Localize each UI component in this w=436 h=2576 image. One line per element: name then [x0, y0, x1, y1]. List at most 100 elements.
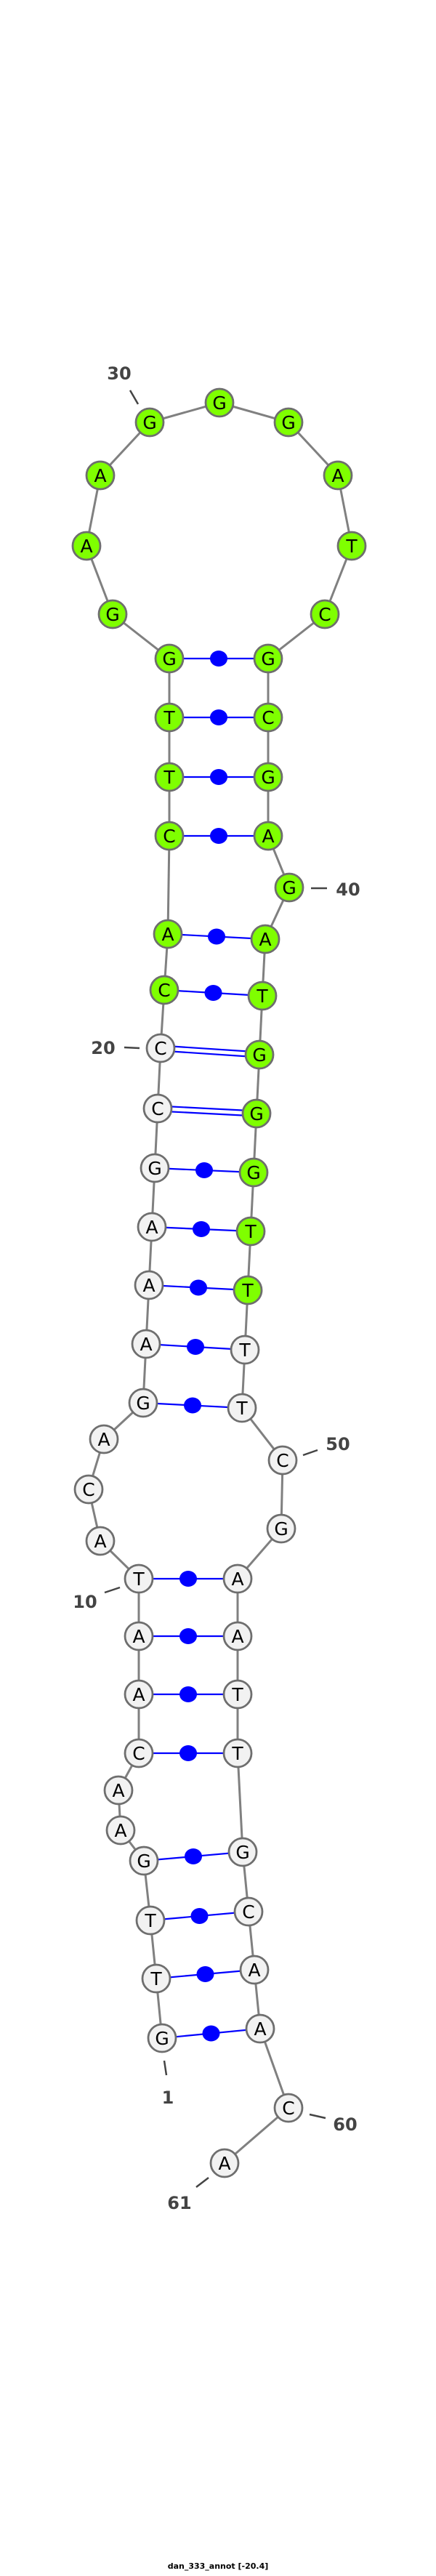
nucleotide-circle — [89, 1424, 119, 1454]
pair-dot — [179, 1571, 197, 1587]
nucleotide-16: A — [134, 1270, 164, 1300]
nucleotide-circle — [250, 924, 280, 954]
nucleotide-letter: A — [97, 1429, 110, 1450]
nucleotide-circle — [310, 599, 340, 629]
nucleotide-46: T — [235, 1216, 266, 1247]
nucleotide-34: T — [336, 531, 367, 561]
nucleotide-circle — [266, 1513, 296, 1544]
gc-pair-bond — [157, 1110, 257, 1117]
pair-dot — [210, 651, 227, 667]
pair-dot — [210, 709, 227, 725]
nucleotide-52: A — [222, 1563, 253, 1594]
nucleotide-circle — [222, 1738, 253, 1768]
nucleotide-letter: A — [248, 1960, 260, 1981]
nucleotide-letter: A — [94, 1531, 106, 1552]
nucleotide-27: G — [97, 599, 128, 629]
nucleotide-letter: G — [261, 767, 275, 788]
nucleotide-letter: A — [114, 1820, 126, 1841]
nucleotide-circle — [134, 1270, 164, 1300]
nucleotide-circle — [105, 1815, 136, 1846]
backbone-segment — [166, 835, 171, 935]
nucleotide-18: G — [140, 1153, 170, 1183]
nucleotide-1: G — [147, 2023, 177, 2053]
nucleotide-5: A — [105, 1815, 136, 1846]
nucleotide-53: A — [222, 1621, 253, 1651]
nucleotide-45: G — [238, 1157, 269, 1188]
nucleotide-letter: A — [331, 465, 344, 486]
nucleotide-letter: G — [155, 2028, 169, 2049]
nucleotide-letter: G — [142, 412, 156, 433]
nucleotide-letter: G — [281, 412, 295, 433]
nucleotide-35: C — [310, 599, 340, 629]
nucleotide-letter: G — [252, 1045, 266, 1066]
gc-pair-bond — [158, 1105, 257, 1112]
position-label: 10 — [73, 1592, 97, 1612]
nucleotide-letter: G — [212, 393, 226, 414]
nucleotide-40: G — [274, 872, 304, 903]
nucleotide-circle — [253, 702, 283, 733]
pair-dot — [190, 1279, 207, 1296]
nucleotide-36: G — [253, 643, 283, 674]
nucleotide-circle — [245, 2013, 275, 2044]
nucleotide-circle — [233, 1275, 263, 1305]
nucleotide-circle — [336, 531, 367, 561]
nucleotide-letter: G — [137, 1851, 150, 1872]
nucleotide-circle — [85, 460, 116, 491]
nucleotide-circle — [222, 1621, 253, 1651]
nucleotide-circle — [273, 2093, 304, 2123]
nucleotide-circle — [141, 1963, 171, 1994]
nucleotide-circle — [253, 821, 283, 851]
nucleotide-letter: C — [158, 980, 170, 1001]
nucleotide-letter: G — [274, 1518, 288, 1539]
nucleotide-letter: T — [231, 1684, 243, 1705]
nucleotide-letter: C — [242, 1901, 254, 1923]
pair-dot — [179, 1686, 197, 1702]
nucleotide-32: G — [273, 407, 304, 438]
nucleotide-circle — [227, 1393, 257, 1423]
nucleotide-circle — [239, 1955, 270, 1985]
nucleotide-38: G — [253, 762, 283, 792]
nucleotide-circle — [128, 1388, 158, 1418]
nucleotide-15: A — [131, 1329, 161, 1359]
nucleotide-letter: G — [282, 877, 296, 898]
nucleotide-circle — [145, 1033, 176, 1063]
nucleotide-circle — [147, 2023, 177, 2053]
nucleotide-letter: C — [163, 826, 175, 847]
nucleotide-circle — [204, 387, 235, 418]
pair-dot — [204, 985, 222, 1001]
nucleotide-letter: A — [231, 1569, 243, 1590]
nucleotide-50: C — [267, 1445, 298, 1476]
nucleotide-circle — [73, 1474, 104, 1505]
nucleotide-letter: A — [262, 826, 274, 847]
pair-dot — [193, 1221, 210, 1237]
nucleotide-circle — [153, 919, 183, 949]
nucleotide-letter: T — [244, 1221, 257, 1242]
pair-dot — [208, 928, 225, 945]
nucleotide-circle — [274, 872, 304, 903]
nucleotide-letter: A — [80, 536, 92, 557]
nucleotide-circle — [209, 2148, 240, 2178]
nucleotide-letter: A — [132, 1684, 145, 1705]
nucleotide-circle — [137, 1212, 167, 1242]
pair-dot — [190, 1908, 209, 1924]
nucleotide-44: G — [241, 1098, 272, 1129]
nucleotide-54: T — [222, 1679, 253, 1710]
pair-dot — [195, 1162, 213, 1178]
nucleotide-circle — [233, 1896, 264, 1927]
nucleotide-letter: T — [144, 1910, 156, 1931]
nucleotide-circle — [230, 1335, 260, 1365]
nucleotide-letter: T — [241, 1280, 254, 1301]
nucleotide-circle — [241, 1098, 272, 1129]
position-label: 40 — [336, 880, 360, 900]
nucleotide-circle — [154, 762, 185, 792]
nucleotide-letter: C — [276, 1450, 288, 1471]
nucleotide-letter: T — [238, 1340, 251, 1361]
nucleotide-22: A — [153, 919, 183, 949]
nucleotide-circle — [124, 1738, 154, 1768]
nucleotide-59: A — [245, 2013, 275, 2044]
nucleotide-7: C — [124, 1738, 154, 1768]
nucleotide-60: C — [273, 2093, 304, 2123]
nucleotide-19: C — [142, 1093, 173, 1124]
